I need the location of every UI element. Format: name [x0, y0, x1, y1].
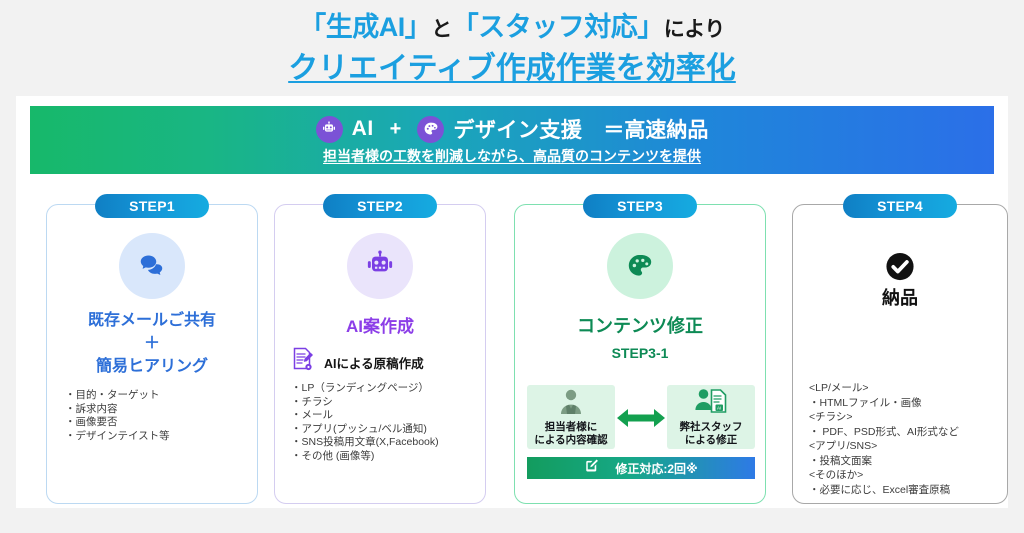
- step-3-right-caption-2: による修正: [684, 434, 738, 446]
- step-3-exchange-diagram: 担当者様に による内容確認: [527, 385, 755, 449]
- list-item: ・投稿文面案: [809, 454, 872, 467]
- list-item: ・目的・ターゲット: [65, 389, 160, 401]
- banner-result-label: ＝高速納品: [603, 119, 709, 142]
- step-2-heading: AI案作成: [346, 317, 414, 336]
- step-1-heading-line-2: ＋: [143, 335, 160, 352]
- step-3-substep-label: STEP3-1: [611, 345, 669, 361]
- list-item: ・SNS投稿用文章(X,Facebook): [291, 436, 439, 448]
- person-silhouette-icon: [558, 387, 584, 420]
- step-3-revision-bar: 修正対応:2回※: [527, 457, 755, 479]
- step-4-pill: STEP4: [843, 194, 957, 218]
- list-item: ・アプリ(プッシュ/ベル通知): [291, 422, 427, 435]
- step-card-2[interactable]: STEP2 AI案作成: [274, 194, 486, 504]
- step-1-heading-line-1: 既存メールご共有: [87, 312, 216, 329]
- step-1-heading-line-3: 簡易ヒアリング: [95, 358, 208, 375]
- step-card-3[interactable]: STEP3 コンテンツ修正 STEP3-1: [514, 194, 766, 504]
- step-card-4[interactable]: STEP4 納品 <LP/メール> ・HTMLファイル・画像 <チラシ> ・ P…: [792, 194, 1008, 504]
- step-4-heading: 納品: [882, 288, 918, 308]
- step-2-sub-label: AIによる原稿作成: [324, 357, 424, 371]
- step-3-left-box: 担当者様に による内容確認: [527, 385, 615, 449]
- double-arrow-icon: [617, 407, 665, 434]
- step-3-right-box: AI 弊社スタッフ による修正: [667, 385, 755, 449]
- document-pencil-gear-icon: [291, 347, 315, 378]
- list-item: <LP/メール>: [809, 382, 869, 394]
- palette-icon: [417, 115, 445, 143]
- list-item: ・デザインテイスト等: [65, 429, 170, 442]
- list-item: ・その他 (画像等): [291, 449, 375, 462]
- step-3-pill: STEP3: [583, 194, 697, 218]
- chat-bubbles-icon: [119, 233, 185, 299]
- banner-headline-row: AI + デザイン支援 ＝高速納品: [315, 114, 709, 144]
- banner-ai-label: AI: [351, 117, 374, 140]
- list-item: <チラシ>: [809, 411, 853, 423]
- list-item: ・チラシ: [291, 395, 333, 408]
- step-2-bullets: ・LP（ランディングページ） ・チラシ ・メール ・アプリ(プッシュ/ベル通知)…: [291, 382, 439, 463]
- step-1-bullets: ・目的・ターゲット ・訴求内容 ・画像要否 ・デザインテイスト等: [65, 389, 170, 443]
- title-highlight-staff: 「スタッフ対応」: [451, 12, 665, 42]
- svg-text:AI: AI: [717, 405, 721, 410]
- summary-banner: AI + デザイン支援 ＝高速納品 担当者様の工数を削減しながら、高品質のコンテ…: [30, 106, 994, 174]
- list-item: ・メール: [291, 409, 333, 421]
- step-2-pill: STEP2: [323, 194, 437, 218]
- steps-row: STEP1 既存メールご共有 ＋ 簡易ヒアリング ・目的・ターゲット ・訴求内容…: [32, 192, 1024, 508]
- step-3-right-caption-1: 弊社スタッフ: [679, 421, 743, 433]
- list-item: ・画像要否: [65, 416, 118, 428]
- check-circle-icon: [885, 251, 916, 287]
- robot-icon: [347, 233, 413, 299]
- title-conjunction: と: [431, 18, 452, 41]
- list-item: ・訴求内容: [65, 402, 118, 415]
- list-item: ・必要に応じ、Excel審査原稿: [809, 483, 951, 496]
- title-suffix: により: [663, 18, 726, 41]
- title-line-1: 「生成AI」と「スタッフ対応」により: [0, 8, 1024, 49]
- edit-pencil-icon: [584, 458, 599, 478]
- step-3-revision-label: 修正対応:2回※: [615, 461, 698, 476]
- page-title: 「生成AI」と「スタッフ対応」により クリエイティブ作成作業を効率化: [0, 8, 1024, 89]
- step-card-1[interactable]: STEP1 既存メールご共有 ＋ 簡易ヒアリング ・目的・ターゲット ・訴求内容…: [46, 194, 258, 504]
- banner-plus-sign: +: [389, 117, 402, 140]
- robot-icon: [315, 115, 343, 143]
- list-item: ・LP（ランディングページ）: [291, 382, 429, 394]
- title-highlight-ai: 「生成AI」: [299, 12, 432, 42]
- person-document-ai-icon: AI: [694, 387, 728, 420]
- step-4-deliverables-list: <LP/メール> ・HTMLファイル・画像 <チラシ> ・ PDF、PSD形式、…: [809, 381, 959, 497]
- list-item: <アプリ/SNS>: [809, 440, 878, 452]
- step-2-subrow: AIによる原稿作成: [291, 347, 424, 378]
- step-3-left-caption-2: による内容確認: [534, 434, 608, 446]
- banner-subtitle: 担当者様の工数を削減しながら、高品質のコンテンツを提供: [323, 148, 701, 164]
- content-panel: AI + デザイン支援 ＝高速納品 担当者様の工数を削減しながら、高品質のコンテ…: [16, 96, 1008, 508]
- list-item: ・HTMLファイル・画像: [809, 396, 922, 409]
- title-line-2: クリエイティブ作成作業を効率化: [288, 52, 736, 85]
- banner-design-label: デザイン支援: [453, 119, 583, 142]
- list-item: <そのほか>: [809, 469, 864, 481]
- step-1-pill: STEP1: [95, 194, 209, 218]
- list-item: ・ PDF、PSD形式、AI形式など: [809, 425, 959, 438]
- step-3-heading: コンテンツ修正: [577, 316, 703, 336]
- palette-icon: [607, 233, 673, 299]
- step-3-left-caption-1: 担当者様に: [544, 421, 598, 433]
